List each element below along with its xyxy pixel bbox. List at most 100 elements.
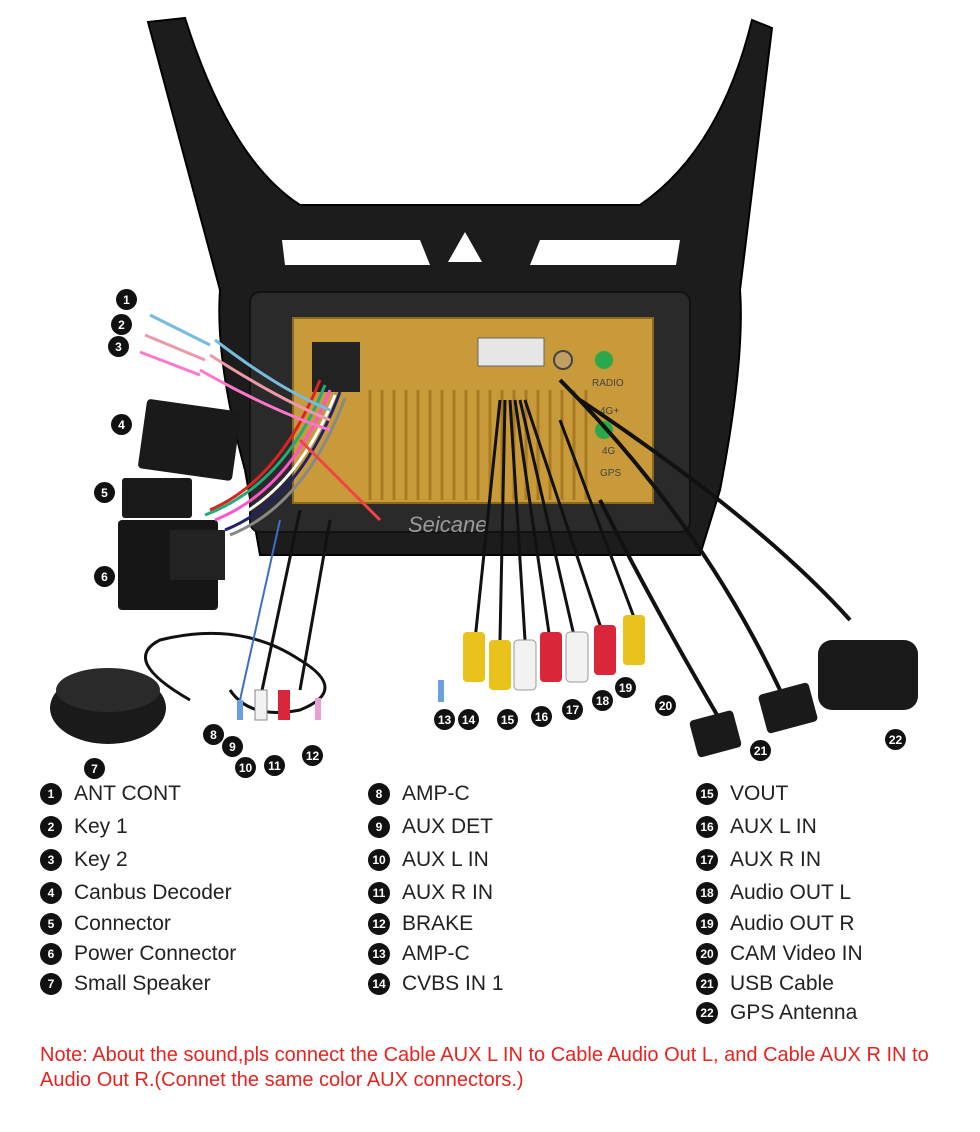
marker-20: 20 [655, 695, 676, 716]
legend-label: Audio OUT L [730, 880, 852, 904]
marker-3: 3 [108, 336, 129, 357]
frame-cutout-triangle [448, 232, 482, 262]
legend-badge: 20 [696, 943, 718, 965]
marker-11: 11 [264, 755, 285, 776]
marker-6: 6 [94, 566, 115, 587]
usb-plug-1 [689, 710, 742, 758]
fourg-label: 4G [602, 446, 616, 457]
connector-block [122, 478, 192, 518]
legend-label: Audio OUT R [730, 912, 855, 935]
watermark: Seicane [408, 512, 488, 537]
marker-17: 17 [562, 699, 583, 720]
legend-badge: 5 [40, 913, 62, 935]
legend-label: ANT CONT [74, 781, 181, 805]
legend-label: GPS Antenna [730, 1001, 858, 1024]
center-rca-plugs [438, 615, 645, 702]
marker-14: 14 [458, 709, 479, 730]
marker-16: 16 [531, 706, 552, 727]
marker-8: 8 [203, 724, 224, 745]
marker-2: 2 [111, 314, 132, 335]
legend-badge: 16 [696, 815, 718, 838]
legend-badge: 12 [368, 913, 390, 935]
legend-item-3: 3 Key 2 [40, 844, 236, 876]
legend-label: BRAKE [402, 912, 474, 935]
legend-label: Key 1 [74, 814, 128, 838]
marker-5: 5 [94, 482, 115, 503]
legend-item-2: 2 Key 1 [40, 809, 236, 844]
legend-label: VOUT [730, 781, 789, 805]
legend-label: AUX L IN [402, 848, 489, 871]
usb-plug-2 [758, 682, 818, 734]
legend-badge: 6 [40, 943, 62, 965]
power-plug [170, 530, 225, 580]
legend-badge: 9 [368, 815, 390, 838]
legend-label: USB Cable [730, 972, 834, 995]
sound-note: Note: About the sound,pls connect the Ca… [40, 1044, 929, 1091]
marker-21: 21 [750, 740, 771, 761]
wiring-diagram: RADIO 4G+ 4G GPS Seicane [50, 16, 918, 779]
legend-item-22: 22 GPS Antenna [696, 999, 863, 1027]
legend-label: AUX L IN [730, 814, 817, 838]
legend-item-7: 7 Small Speaker [40, 969, 236, 999]
marker-9: 9 [222, 736, 243, 757]
aux-socket [477, 337, 545, 367]
legend-item-21: 21 USB Cable [696, 969, 863, 999]
legend-badge: 4 [40, 881, 62, 904]
fourg-plus-label: 4G+ [600, 406, 619, 417]
legend-badge: 19 [696, 913, 718, 935]
marker-22: 22 [885, 729, 906, 750]
legend-item-4: 4 Canbus Decoder [40, 876, 236, 909]
canbus-decoder [138, 399, 241, 481]
legend-badge: 7 [40, 973, 62, 995]
frame-cutout-left [282, 240, 430, 265]
marker-1: 1 [116, 289, 137, 310]
legend-item-19: 19 Audio OUT R [696, 909, 863, 939]
usb-cable-2 [598, 499, 722, 722]
legend-badge: 1 [40, 782, 62, 805]
frame-cutout-right [530, 240, 680, 265]
radio-jack [553, 350, 573, 370]
left-rca-group [237, 509, 332, 721]
legend-label: Small Speaker [74, 972, 211, 995]
legend-badge: 8 [368, 782, 390, 805]
marker-10: 10 [235, 757, 256, 778]
legend-item-1: 1 ANT CONT [40, 778, 236, 809]
legend-label: Connector [74, 912, 171, 935]
legend-badge: 11 [368, 881, 390, 904]
wire-bundle [139, 313, 382, 537]
legend-item-5: 5 Connector [40, 909, 236, 939]
legend-item-16: 16 AUX L IN [696, 809, 863, 844]
radio-label: RADIO [592, 378, 624, 389]
legend-label: CVBS IN 1 [402, 972, 504, 995]
center-rca-group [473, 399, 637, 641]
gps-jack [595, 421, 613, 439]
legend-badge: 21 [696, 973, 718, 995]
legend-label: Key 2 [74, 848, 128, 871]
gps-label: GPS [600, 468, 621, 479]
legend-badge: 17 [696, 849, 718, 871]
legend-label: CAM Video IN [730, 942, 863, 965]
legend-badge: 22 [696, 1002, 718, 1024]
marker-19: 19 [615, 677, 636, 698]
marker-13: 13 [434, 709, 455, 730]
usb-cable [558, 378, 782, 691]
legend-badge: 13 [368, 943, 390, 965]
legend-badge: 2 [40, 815, 62, 838]
legend-label: AMP-C [402, 942, 470, 965]
legend-label: Canbus Decoder [74, 880, 232, 904]
legend-badge: 3 [40, 849, 62, 871]
gps-antenna [818, 640, 918, 710]
marker-18: 18 [592, 690, 613, 711]
fourg-jack [595, 351, 613, 369]
marker-12: 12 [302, 745, 323, 766]
